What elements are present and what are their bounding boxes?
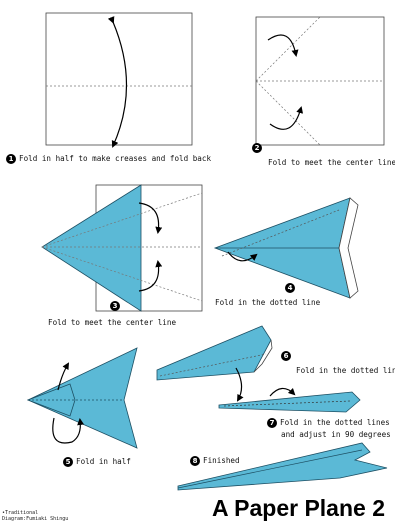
step-4-caption: Fold in the dotted line	[215, 298, 320, 307]
step-1-text: Fold in half to make creases and fold ba…	[19, 154, 212, 163]
step-3-number: 3	[110, 301, 120, 311]
fold-arrow-bottom	[269, 106, 304, 130]
step-5-drawing	[26, 347, 138, 449]
square-paper	[45, 12, 193, 146]
step-3-drawing	[41, 184, 203, 312]
step-7-drawing	[218, 387, 361, 413]
step-2-drawing	[255, 16, 385, 146]
fold-line-bottom	[255, 80, 321, 146]
step-7-text: Fold in the dotted lines	[280, 418, 390, 427]
blue-plane-shape	[218, 391, 361, 413]
step-2-caption: Fold to meet the center line	[268, 158, 395, 167]
fold-arrow	[235, 367, 244, 402]
tail-outline	[253, 339, 273, 373]
page-title: A Paper Plane 2	[211, 495, 385, 521]
blue-folded-paper	[41, 184, 142, 312]
nose-flap	[26, 383, 76, 417]
fold-arrow-top	[267, 34, 299, 57]
fold-line-top	[255, 16, 321, 82]
step-6-drawing	[156, 325, 273, 402]
fold-line-top	[41, 192, 203, 248]
step-8-drawing	[177, 442, 388, 491]
step-8-text: Finished	[203, 456, 240, 465]
fold-line-bottom	[41, 246, 203, 302]
fold-arrow	[107, 16, 128, 148]
blue-half-plane	[156, 325, 272, 381]
blue-plane-shape	[27, 347, 138, 449]
fold-arrow	[227, 251, 258, 262]
step-8-number: 8	[190, 456, 200, 466]
step-7-caption-line-2: and adjust in 90 degrees	[281, 430, 391, 439]
step-1-drawing	[45, 12, 193, 148]
step-2-text: Fold to meet the center line	[268, 158, 395, 167]
step-5-text: Fold in half	[76, 457, 131, 466]
step-5-number: 5	[63, 457, 73, 467]
step-4-text: Fold in the dotted line	[215, 298, 321, 307]
step-4-drawing	[213, 197, 359, 299]
fold-arrow-bottom	[138, 260, 163, 292]
step-4-number: 4	[285, 283, 295, 293]
step-6-text: Fold in the dotted line	[296, 366, 395, 375]
dotted-fold-line	[221, 209, 340, 257]
fold-arrow-top	[57, 362, 70, 391]
step-3-text: Fold to meet the center line	[48, 318, 177, 327]
step-7-text-2: and adjust in 90 degrees	[281, 430, 391, 439]
step-1-number: 1	[6, 154, 16, 164]
wing-line	[177, 449, 363, 489]
dotted-fold-line	[223, 400, 351, 407]
step-2-number: 2	[252, 143, 262, 153]
white-panel	[338, 197, 359, 299]
credit-line-1: •Traditional	[2, 510, 39, 516]
step-6-number: 6	[281, 351, 291, 361]
credit: •Traditional Diagram:Fumiaki Shingu	[2, 510, 68, 522]
credit-line-2: Diagram:Fumiaki Shingu	[2, 516, 69, 522]
step-6-caption: Fold in the dotted line	[296, 366, 395, 375]
step-7-number: 7	[267, 418, 277, 428]
fold-arrow-top	[138, 202, 163, 234]
fold-arrow-under	[52, 417, 85, 444]
step-3-caption: Fold to meet the center line	[48, 318, 176, 327]
fold-arrow	[269, 387, 296, 397]
